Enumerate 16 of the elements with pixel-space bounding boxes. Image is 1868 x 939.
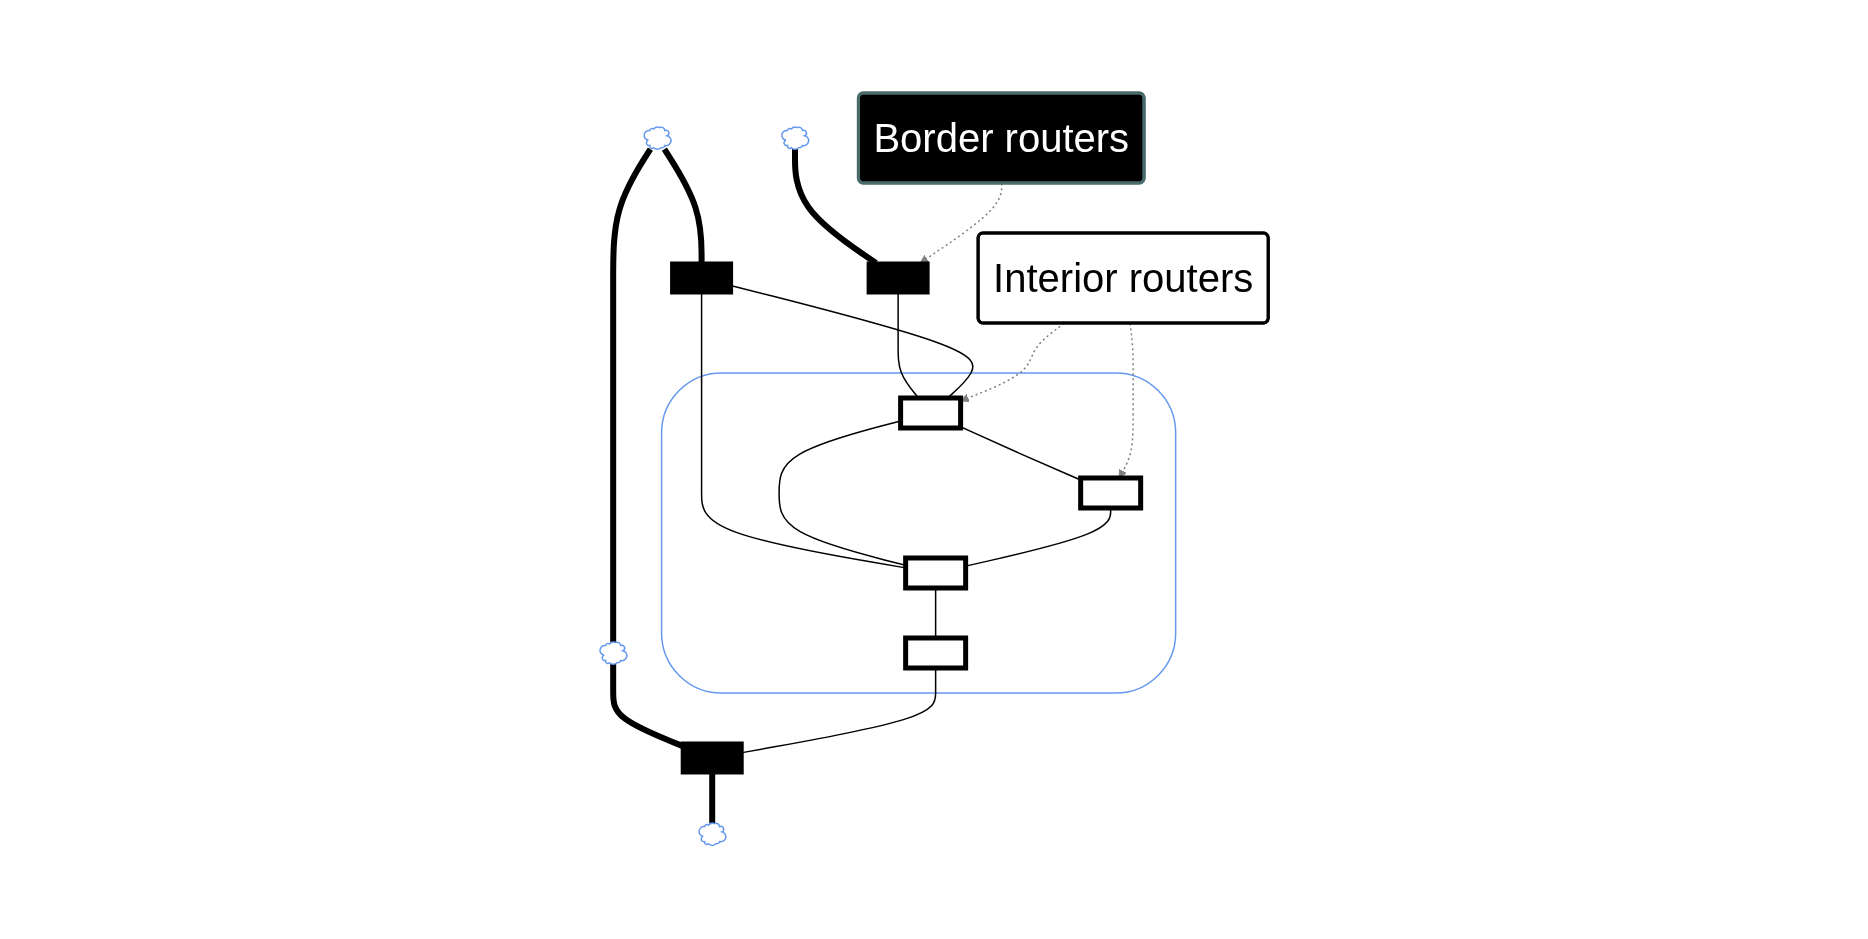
- node-cloud: [599, 641, 628, 666]
- node-box: [866, 261, 930, 295]
- node-cloud: [643, 126, 672, 151]
- connector: [610, 147, 653, 643]
- node-box: [903, 555, 969, 591]
- connector: [661, 147, 705, 264]
- node-cloud: [698, 822, 727, 847]
- node-box: [670, 261, 733, 295]
- cluster: [660, 372, 1177, 694]
- connector: [709, 773, 716, 824]
- node-cloud: [780, 126, 810, 151]
- node-box: [680, 741, 744, 775]
- node-box: [903, 635, 969, 671]
- node-box: [898, 395, 963, 431]
- node-box: [1078, 475, 1144, 511]
- connector: [610, 664, 684, 749]
